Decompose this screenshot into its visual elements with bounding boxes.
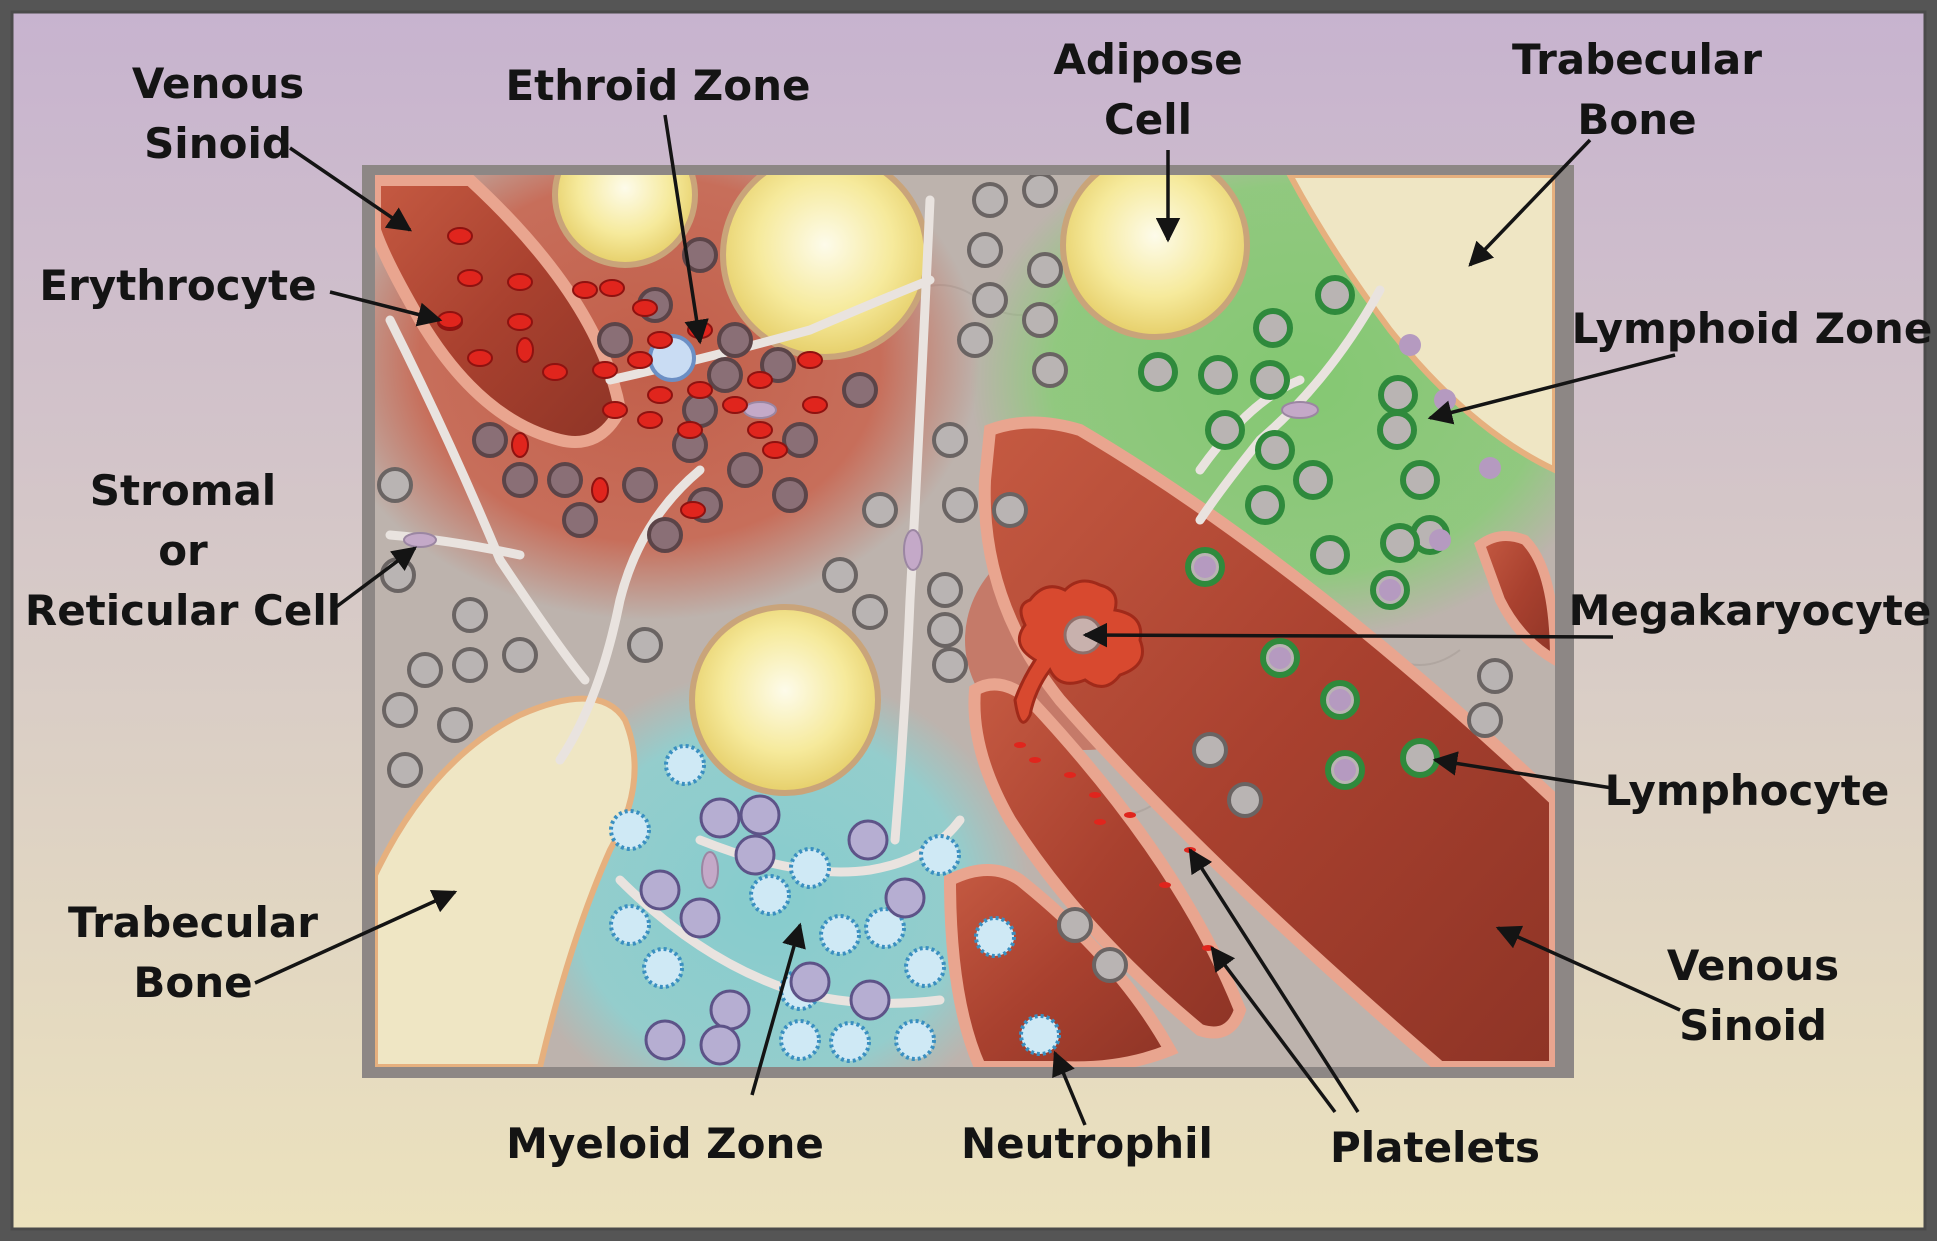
label-arrows [254,114,1681,1126]
adipose-cell [1060,175,1250,340]
label-lymphoid-zone: Lymphoid Zone [1572,304,1933,353]
label-venous-sinoid-top-1: Venous [132,59,304,108]
label-venous-sinoid-bottom-1: Venous [1667,941,1839,990]
label-stromal-1: Stromal [90,466,276,515]
arrow-stromal-cell [330,546,417,612]
trabecular-bone-left [375,695,638,1067]
erythrocytes [437,227,828,519]
label-venous-sinoid-bottom-2: Sinoid [1679,1001,1827,1050]
arrow-megakaryocyte [1082,622,1614,648]
label-trabecular-bone-bottom-1: Trabecular [68,898,318,947]
label-lymphocyte: Lymphocyte [1605,766,1890,815]
label-myeloid-zone: Myeloid Zone [506,1119,824,1168]
arrow-trabecular-bone-top [1468,138,1592,267]
arrow-venous-sinoid-top [289,146,413,232]
label-megakaryocyte: Megakaryocyte [1569,586,1932,635]
label-adipose-cell-1: Adipose [1053,35,1242,84]
precursor-cells [377,175,1513,983]
arrow-platelets-1 [1188,847,1360,1113]
adipose-cell [689,604,881,796]
arrow-neutrophil [1052,1050,1087,1126]
myelocytes [639,794,926,1066]
arrow-ethroid-zone [663,114,709,345]
labels: Venous Sinoid Ethroid Zone Adipose Cell … [25,35,1932,1172]
adipose-cell [552,175,698,268]
lymphocyte-nuclei [1194,334,1501,781]
label-trabecular-bone-top-2: Bone [1577,95,1696,144]
arrow-trabecular-bone-bottom [254,889,458,985]
arrow-platelets-2 [1210,946,1337,1114]
label-stromal-2: or [158,526,208,575]
arrow-venous-sinoid-bottom [1495,925,1681,1012]
label-platelets: Platelets [1330,1123,1540,1172]
arrow-lymphoid-zone [1427,353,1676,425]
label-neutrophil: Neutrophil [961,1119,1213,1168]
label-trabecular-bone-top-1: Trabecular [1512,35,1762,84]
label-adipose-cell-2: Cell [1104,95,1192,144]
label-venous-sinoid-top-2: Sinoid [144,119,292,168]
neutrophils [609,744,1061,1063]
arrow-myeloid-zone [750,922,806,1096]
label-ethroid-zone: Ethroid Zone [505,61,810,110]
label-trabecular-bone-bottom-2: Bone [133,958,252,1007]
arrow-lymphocyte [1432,751,1613,790]
stromal-nuclei [403,401,1319,889]
label-erythrocyte: Erythrocyte [39,261,316,310]
label-stromal-3: Reticular Cell [25,586,341,635]
arrow-erythrocyte [329,290,443,327]
